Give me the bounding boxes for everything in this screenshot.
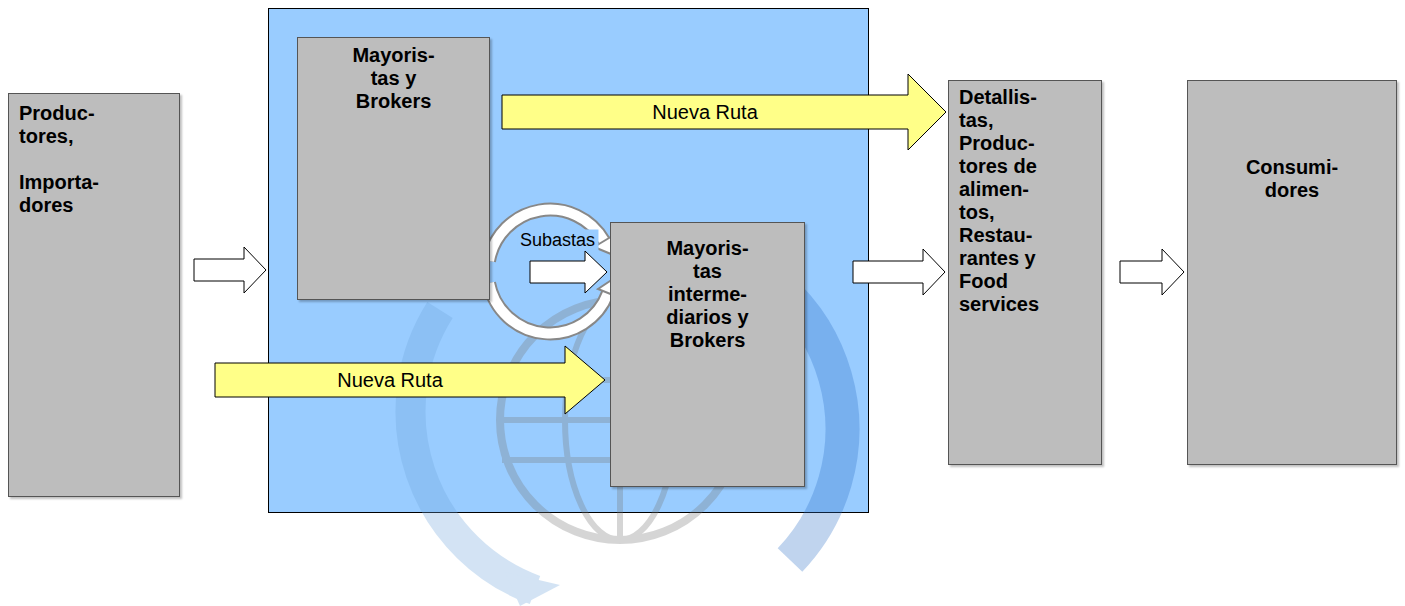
source-box: Produc- tores, Importa- dores bbox=[8, 93, 180, 497]
text-group: Detallis- tas, Produc- tores de alimen- … bbox=[949, 86, 1101, 316]
text-group: Mayoris- tas y Brokers bbox=[298, 44, 489, 113]
flow-arrow bbox=[853, 249, 945, 295]
new-route-arrow bbox=[502, 74, 946, 150]
edge-label: Subastas bbox=[517, 230, 598, 251]
box-text: Consumi- dores bbox=[1237, 156, 1347, 202]
box-text: Mayoris- tas y Brokers bbox=[344, 44, 444, 113]
retailer-box: Detallis- tas, Produc- tores de alimen- … bbox=[948, 80, 1102, 465]
auction-arrow bbox=[530, 251, 607, 293]
text-group: Mayoris- tas interme- diarios y Brokers bbox=[611, 237, 804, 352]
watermark-arrowhead bbox=[505, 572, 560, 606]
edge-label: Nueva Ruta bbox=[334, 369, 446, 392]
consumer-box: Consumi- dores bbox=[1187, 80, 1397, 465]
box-text: Detallis- tas, Produc- tores de alimen- … bbox=[959, 86, 1059, 316]
market-region bbox=[269, 9, 869, 513]
flow-arrow bbox=[1120, 249, 1184, 295]
cycle-arc bbox=[489, 283, 608, 333]
box-text: Mayoris- tas interme- diarios y Brokers bbox=[658, 237, 758, 352]
text-group: Consumi- dores bbox=[1188, 156, 1396, 202]
text-group: Produc- tores, Importa- dores bbox=[9, 102, 179, 217]
new-route-arrow bbox=[215, 346, 605, 414]
market-region-box: Mayoris- tas y BrokersMayoris- tas inter… bbox=[268, 8, 868, 512]
auction-cycle bbox=[489, 210, 618, 334]
box-text: Produc- tores, bbox=[19, 102, 119, 148]
intermediary-box: Mayoris- tas interme- diarios y Brokers bbox=[610, 222, 805, 487]
wholesaler-box: Mayoris- tas y Brokers bbox=[297, 37, 490, 300]
cycle-arc bbox=[489, 283, 608, 333]
edge-label: Nueva Ruta bbox=[649, 101, 761, 124]
box-text: Importa- dores bbox=[19, 171, 119, 217]
flow-arrow bbox=[194, 247, 266, 293]
